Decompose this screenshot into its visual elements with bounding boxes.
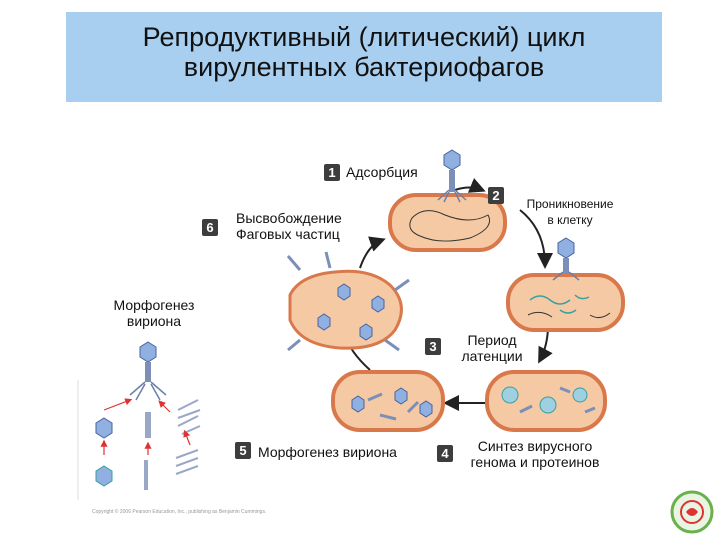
title-line-2: вирулентных бактериофагов (183, 52, 545, 82)
cell-morphogenesis (331, 370, 445, 432)
corner-logo (670, 490, 714, 534)
step-1-label: Адсорбция (346, 164, 418, 180)
cell-latency (506, 273, 625, 332)
step-3-label-line-1: Период (467, 332, 517, 348)
step-5-label: Морфогенез вириона (258, 444, 397, 460)
side-label-line-2: вириона (126, 313, 182, 329)
step-5-badge: 5 (235, 442, 251, 459)
step-2-label-line-2: в клетку (547, 213, 593, 227)
step-6-label-line-2: Фаговых частиц (236, 226, 340, 242)
arrow-2-to-3 (519, 209, 553, 269)
title-line-1: Репродуктивный (литический) цикл (142, 22, 586, 52)
step-2-label-line-1: Проникновение (526, 197, 614, 211)
cell-synthesis (485, 370, 607, 432)
phage-attached (437, 149, 467, 203)
cell-release (286, 251, 410, 352)
side-morphogenesis-label: Морфогенез вириона (100, 297, 208, 329)
step-2-label: Проникновение в клетку (515, 196, 625, 228)
phage-penetrating (552, 237, 580, 281)
copyright-note: Copyright © 2006 Pearson Education, Inc.… (92, 509, 267, 515)
step-2-badge: 2 (488, 187, 504, 204)
step-6-label: Высвобождение Фаговых частиц (236, 210, 342, 242)
step-1-badge: 1 (324, 164, 340, 181)
step-3-label-line-2: латенции (461, 348, 523, 364)
step-3-label: Период латенции (452, 332, 532, 364)
step-4-label-line-1: Синтез вирусного (477, 438, 593, 454)
arrow-6-to-1 (359, 236, 386, 269)
morphogenesis-assembly (95, 341, 201, 490)
step-6-label-line-1: Высвобождение (236, 210, 342, 226)
step-6-badge: 6 (202, 219, 218, 236)
step-4-label-line-2: генома и протеинов (470, 454, 600, 470)
side-label-line-1: Морфогенез (113, 297, 195, 313)
arrow-1-to-2 (454, 178, 486, 193)
step-4-label: Синтез вирусного генома и протеинов (455, 438, 615, 470)
step-3-badge: 3 (425, 338, 441, 355)
step-4-badge: 4 (437, 445, 453, 462)
title-banner (66, 12, 662, 102)
page-title: Репродуктивный (литический) цикл вирулен… (66, 22, 662, 82)
